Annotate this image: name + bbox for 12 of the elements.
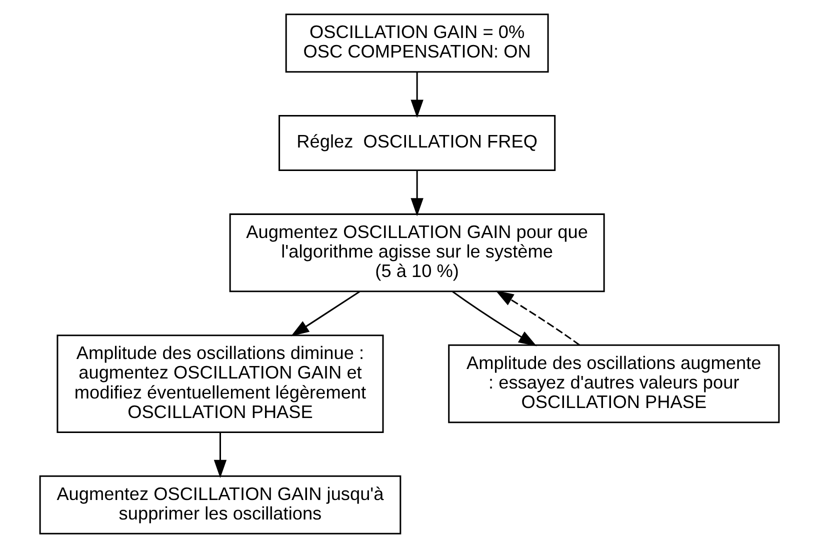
arrow (410, 72, 423, 118)
node-box: OSCILLATION GAIN = 0% OSC COMPENSATION: ON (284, 14, 548, 73)
arrow (213, 432, 226, 478)
arrow (410, 170, 423, 216)
node-box: Amplitude des oscillations diminue : augmentez OSCILLATION GAIN et modifiez éventuellement légèrement OSCILLATION PHASE (56, 334, 384, 433)
node-box: Réglez OSCILLATION FREQ (278, 115, 556, 172)
node-box: Augmentez OSCILLATION GAIN jusqu'à supprimer les oscillations (38, 475, 401, 534)
node-box: Amplitude des oscillations augmente : essayez d'autres valeurs pour OSCILLATION PHASE (448, 344, 780, 424)
node-box: Augmentez OSCILLATION GAIN pour que l'algorithme agisse sur le système (5 à 10 %) (228, 213, 604, 292)
arrow (290, 291, 360, 336)
arrow (495, 290, 580, 346)
arrow (452, 291, 536, 346)
